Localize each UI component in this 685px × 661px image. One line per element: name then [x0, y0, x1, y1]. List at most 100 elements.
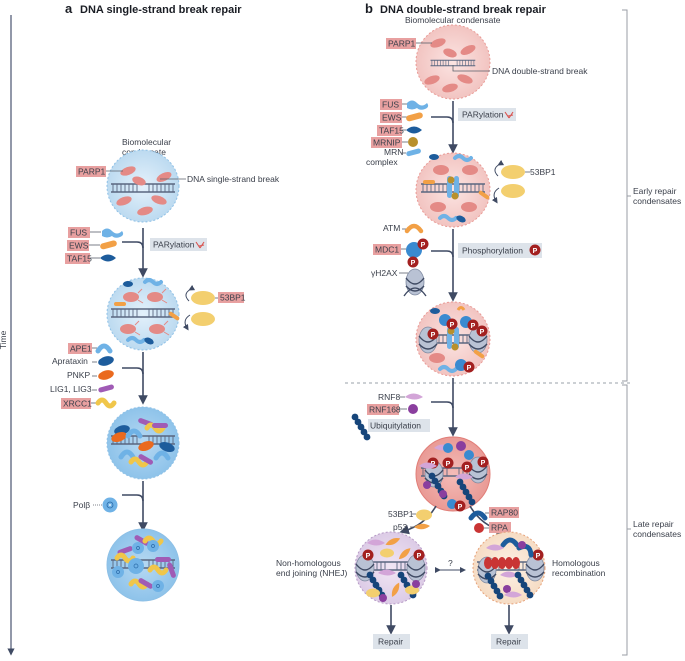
- dsb-join-1: [431, 116, 454, 124]
- rnf8-icon: [405, 393, 423, 400]
- protein-ews: EWS: [69, 241, 89, 251]
- protein-xrcc1: XRCC1: [63, 399, 92, 409]
- protein-p53: p53: [393, 522, 407, 532]
- ssb-condensate-4: [106, 528, 180, 602]
- ews-icon: [406, 112, 423, 122]
- hr-condensate: [472, 531, 546, 605]
- ssb-condensate-1: [106, 149, 180, 223]
- taf15-icon: [406, 126, 422, 134]
- dsb-condensate-4: [415, 436, 491, 512]
- mrn-icon: [406, 148, 421, 157]
- late-label-1: Late repair: [633, 519, 674, 529]
- protein-ews: EWS: [382, 113, 402, 123]
- parp1-tag: PARP1: [76, 166, 123, 177]
- panel-b-title: DNA double-strand break repair: [380, 4, 547, 16]
- protein-53bp1: 53BP1: [388, 509, 414, 519]
- protein-fus: FUS: [70, 228, 87, 238]
- svg-text:end joining (NHEJ): end joining (NHEJ): [276, 568, 348, 578]
- rnf168-icon: [408, 404, 418, 414]
- late-label-2: condensates: [633, 529, 681, 539]
- protein-fus: FUS: [382, 100, 399, 110]
- dsb-parylation-box: PARylation: [458, 108, 516, 121]
- svg-text:53BP1: 53BP1: [220, 293, 246, 303]
- panel-b: b DNA double-strand break repair Biomole…: [276, 1, 630, 649]
- protein-pnkp: PNKP: [67, 370, 90, 380]
- dsb-step2-proteins: ATM MDC1 γH2AX: [371, 223, 429, 297]
- panel-a-title: DNA single-strand break repair: [80, 4, 242, 16]
- rpa-icon: [474, 523, 484, 533]
- 53bp1-icon: [416, 509, 432, 521]
- protein-taf15: TAF15: [67, 254, 92, 264]
- dsb-step3-proteins: RNF8 RNF168 Ubiquitylation: [351, 392, 430, 441]
- ssb-break-label: DNA single-strand break: [160, 174, 280, 184]
- nhej-label: Non-homologous end joining (NHEJ): [276, 558, 348, 578]
- condensate-label-line1: Biomolecular: [122, 137, 171, 147]
- protein-rpa: RPA: [491, 523, 508, 533]
- svg-text:PARylation: PARylation: [153, 240, 195, 250]
- protein-lig1-lig3: LIG1, LIG3: [50, 384, 92, 394]
- protein-taf15: TAF15: [379, 126, 404, 136]
- protein-ape1: APE1: [70, 344, 92, 354]
- protein-rnf168: RNF168: [369, 405, 401, 415]
- protein-gh2ax: γH2AX: [371, 268, 398, 278]
- atm-icon: [404, 223, 424, 234]
- ssb-join-1: [122, 241, 144, 249]
- svg-text:PARP1: PARP1: [388, 39, 416, 49]
- svg-text:Phosphorylation: Phosphorylation: [462, 246, 523, 256]
- nhej-condensate: [354, 531, 428, 605]
- condensate-label-b: Biomolecular condensate: [405, 15, 501, 25]
- crosstalk: ?: [435, 558, 466, 573]
- svg-text:PARP1: PARP1: [78, 167, 106, 177]
- protein-mrn-complex: complex: [366, 157, 398, 167]
- panel-b-letter: b: [365, 1, 373, 16]
- xrcc1-icon: [95, 397, 117, 409]
- rap80-icon: [468, 510, 488, 521]
- svg-text:DNA double-strand break: DNA double-strand break: [492, 66, 588, 76]
- protein-mdc1: MDC1: [375, 245, 399, 255]
- protein-rap80: RAP80: [491, 508, 518, 518]
- panel-a-letter: a: [65, 1, 73, 16]
- ssb-condensate-2: [106, 277, 180, 351]
- early-bracket: Early repair condensates: [622, 9, 681, 382]
- protein-aprataxin: Aprataxin: [52, 356, 88, 366]
- protein-atm: ATM: [383, 223, 400, 233]
- taf15-icon: [100, 254, 116, 262]
- fus-icon: [407, 100, 429, 110]
- par-chain-icon: [504, 111, 514, 119]
- nhej-proteins: 53BP1 p53: [388, 509, 432, 532]
- ssb-join-3: [122, 494, 144, 502]
- fus-icon: [102, 228, 124, 238]
- ubiquitin-chain-icon: [351, 413, 371, 441]
- dsb-condensate-3: [415, 301, 491, 377]
- ubiquitylation-label: Ubiquitylation: [370, 421, 421, 431]
- phosphorylation-box: Phosphorylation: [458, 243, 542, 258]
- dsb-join-2: [431, 250, 454, 258]
- dsb-53bp1: 53BP1: [491, 159, 556, 204]
- ssb-53bp1: 53BP1: [182, 284, 246, 331]
- polb-protein: Polβ: [73, 497, 118, 513]
- parylation-box: PARylation: [150, 238, 207, 251]
- late-bracket: Late repair condensates: [622, 384, 681, 656]
- ssb-condensate-3: [106, 406, 180, 480]
- svg-text:53BP1: 53BP1: [530, 167, 556, 177]
- mrnip-icon: [408, 137, 418, 147]
- ssb-step1-proteins: FUS EWS TAF15: [65, 227, 124, 264]
- protein-mrn: MRN: [384, 147, 403, 157]
- svg-text:Repair: Repair: [378, 637, 403, 647]
- p53-icon: [414, 523, 430, 530]
- dsb-condensate-1: [415, 24, 491, 100]
- lig-icon: [98, 384, 114, 393]
- protein-rnf8: RNF8: [378, 392, 400, 402]
- par-chain-icon: [195, 241, 205, 249]
- svg-text:recombination: recombination: [552, 568, 606, 578]
- aprataxin-icon: [98, 356, 114, 366]
- svg-text:Repair: Repair: [496, 637, 521, 647]
- hr-label: Homologous recombination: [552, 558, 606, 578]
- dsb-step1-proteins: FUS EWS TAF15 MRNIP MRN complex: [366, 99, 429, 167]
- nhej-arrow: [399, 505, 437, 535]
- ssb-step2-proteins: APE1 Aprataxin PNKP LIG1, LIG3 XRCC1: [50, 343, 117, 409]
- svg-text:?: ?: [448, 558, 453, 568]
- svg-text:Polβ: Polβ: [73, 500, 90, 510]
- dsb-condensate-2: [415, 152, 491, 228]
